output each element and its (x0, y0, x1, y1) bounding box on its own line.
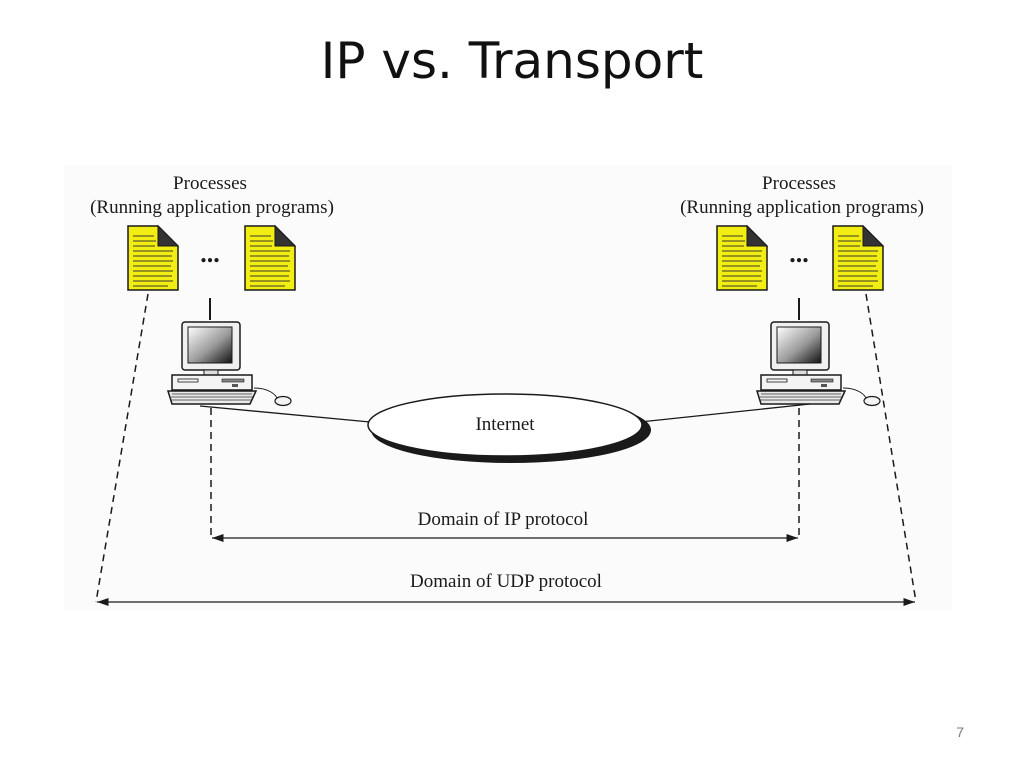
internet-cloud (367, 393, 651, 463)
internet-label: Internet (475, 414, 535, 435)
udp-domain-label: Domain of UDP protocol (410, 571, 602, 592)
page-number: 7 (956, 724, 964, 740)
udp-domain-left-boundary (95, 293, 149, 603)
right-processes-label: Processes (762, 173, 836, 194)
left-internet-link (199, 405, 371, 423)
right-ellipsis: ... (789, 239, 809, 268)
left-processes-sublabel: (Running application programs) (90, 197, 334, 218)
right-internet-link (639, 403, 811, 423)
left-ellipsis: ... (200, 239, 220, 268)
right-processes-sublabel: (Running application programs) (680, 197, 924, 218)
left-processes-label: Processes (173, 173, 247, 194)
ip-domain-label: Domain of IP protocol (418, 509, 589, 530)
slide-title: IP vs. Transport (320, 32, 704, 90)
udp-domain-right-boundary (865, 293, 917, 603)
